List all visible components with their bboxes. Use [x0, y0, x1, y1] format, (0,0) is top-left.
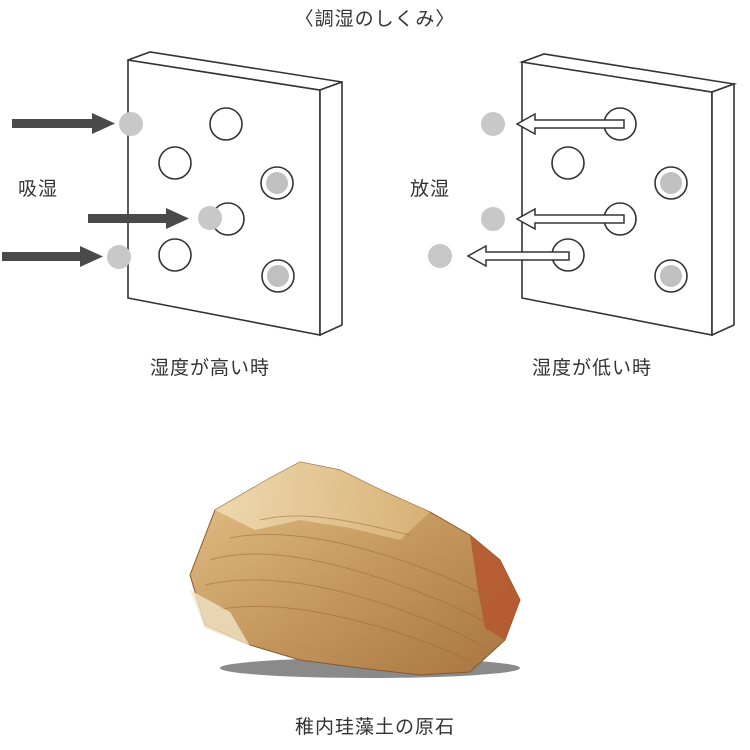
pore: [551, 146, 585, 180]
right-board: [518, 53, 738, 337]
left-moisture: [107, 112, 222, 269]
moisture-dot: [481, 112, 505, 136]
left-board: [127, 51, 343, 337]
moisture-dot: [198, 206, 222, 230]
right-board-front: [521, 61, 713, 336]
release-arrows: [466, 112, 625, 268]
moisture-dot: [481, 207, 505, 231]
release-arrow-icon: [466, 244, 570, 268]
moisture-dot: [119, 112, 143, 136]
moisture-dot: [266, 172, 288, 194]
moisture-dot: [660, 172, 682, 194]
left-board-side: [319, 80, 343, 337]
diatomite-rock-image: [189, 461, 521, 678]
left-pores: [158, 107, 295, 293]
right-moisture: [428, 112, 505, 268]
absorb-arrow-icon: [88, 208, 189, 229]
moisture-dot: [107, 245, 131, 269]
absorb-arrow-icon: [12, 113, 115, 134]
left-board-front: [127, 59, 321, 336]
right-board-side: [711, 82, 735, 337]
absorb-arrows: [2, 113, 189, 267]
release-label: 放湿: [410, 178, 451, 200]
moisture-dot: [660, 265, 682, 287]
diagram-title: 〈調湿のしくみ〉: [294, 8, 456, 30]
photo-caption: 稚内珪藻土の原石: [294, 716, 455, 738]
moisture-dot: [267, 265, 289, 287]
release-arrow-icon: [515, 207, 625, 231]
absorb-arrow-icon: [2, 246, 103, 267]
pore: [158, 146, 192, 180]
pore: [158, 238, 192, 272]
release-caption: 湿度が低い時: [531, 357, 652, 379]
pore: [209, 107, 243, 141]
absorb-caption: 湿度が高い時: [149, 357, 270, 379]
absorb-label: 吸湿: [18, 178, 59, 200]
right-filled-pores: [660, 172, 682, 287]
left-filled-pores: [266, 172, 289, 287]
release-arrow-icon: [515, 112, 625, 136]
moisture-dot: [428, 244, 452, 268]
